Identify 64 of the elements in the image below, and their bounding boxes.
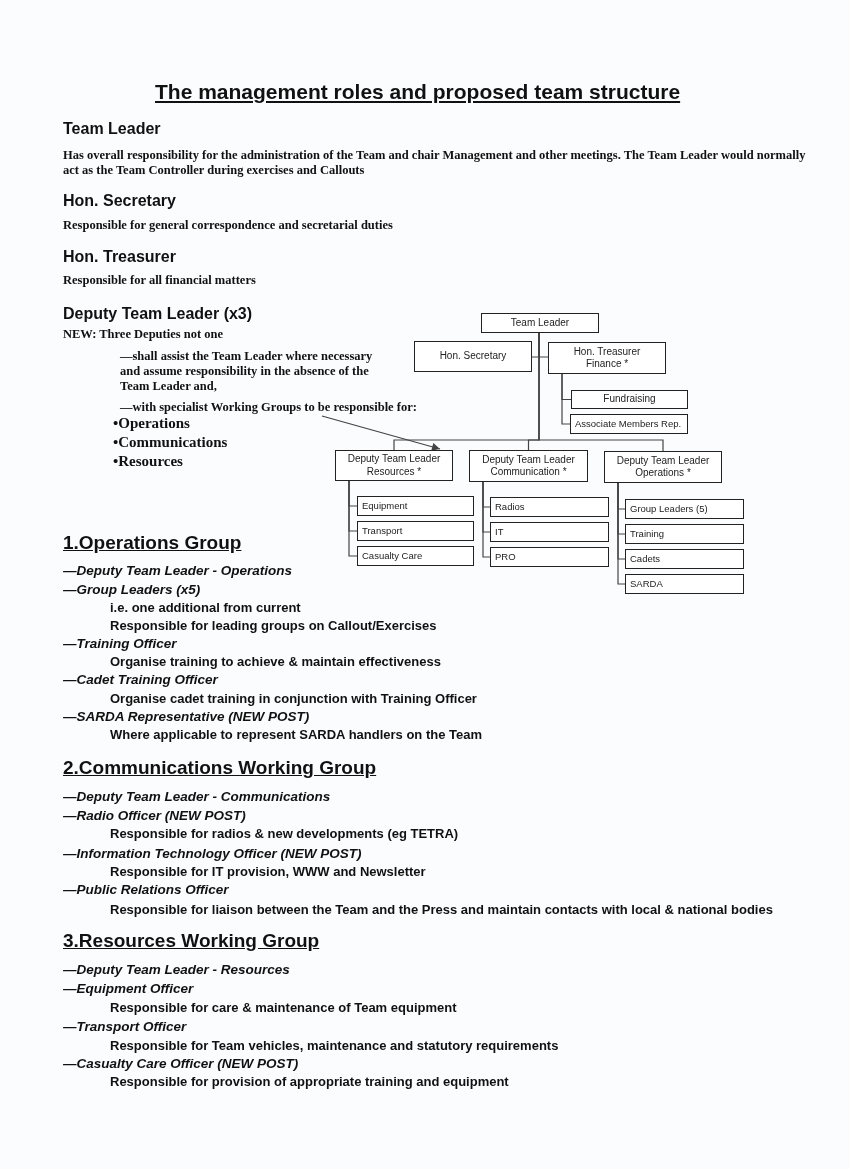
org-chart-box: Group Leaders (5) — [625, 499, 744, 519]
role-heading: Hon. Secretary — [63, 192, 176, 210]
org-chart-box: Associate Members Rep. — [570, 414, 688, 434]
role-description: Responsible for all financial matters — [63, 273, 256, 288]
role-title: —Deputy Team Leader - Operations — [63, 563, 293, 578]
section-heading: 2.Communications Working Group — [63, 757, 377, 779]
role-title: —Group Leaders (x5) — [63, 582, 201, 597]
role-title: —Transport Officer — [63, 1019, 187, 1034]
connector-line — [482, 481, 491, 558]
role-description: Responsible for liaison between the Team and the Press and maintain contacts with local & national bodies — [110, 902, 773, 917]
org-chart-box: Equipment — [357, 496, 474, 516]
org-chart-box: Hon. Secretary — [414, 341, 532, 372]
role-title: —Public Relations Officer — [63, 882, 229, 897]
role-title: —Cadet Training Officer — [63, 672, 218, 687]
connector-line — [617, 482, 626, 585]
note-text: NEW: Three Deputies not one — [63, 327, 223, 342]
org-chart-box: Cadets — [625, 549, 744, 569]
org-chart-box: Radios — [490, 497, 609, 517]
role-description: Responsible for provision of appropriate training and equipment — [110, 1074, 509, 1089]
org-chart-box: Deputy Team Leader Operations * — [604, 451, 722, 483]
section-heading: 3.Resources Working Group — [63, 930, 320, 952]
org-chart-box: Transport — [357, 521, 474, 541]
role-description: i.e. one additional from current — [110, 600, 301, 615]
role-description: Responsible for general correspondence and secretarial duties — [63, 218, 393, 233]
org-chart-box: Fundraising — [571, 390, 688, 409]
role-description: Where applicable to represent SARDA handlers on the Team — [110, 727, 483, 742]
note-text: —with specialist Working Groups to be responsible for: — [120, 400, 417, 415]
org-chart-box: Deputy Team Leader Resources * — [335, 450, 453, 481]
arrow — [321, 415, 441, 451]
role-title: —Deputy Team Leader - Resources — [63, 962, 290, 977]
org-chart-box: Casualty Care — [357, 546, 474, 566]
org-chart-box: Hon. Treasurer Finance * — [548, 342, 666, 374]
role-heading: Team Leader — [63, 120, 161, 138]
role-heading: Hon. Treasurer — [63, 248, 176, 266]
role-title: —Deputy Team Leader - Communications — [63, 789, 331, 804]
role-title: —Training Officer — [63, 636, 177, 651]
bullet-item: •Operations — [113, 415, 190, 432]
role-title: —Radio Officer (NEW POST) — [63, 808, 246, 823]
role-description: Responsible for radios & new developments (eg TETRA) — [110, 826, 459, 841]
role-description: —shall assist the Team Leader where necessary and assume responsibility in the absence of the Team Leader and, — [120, 349, 374, 394]
org-chart-box: IT — [490, 522, 609, 542]
org-chart-box: SARDA — [625, 574, 744, 594]
page-title: The management roles and proposed team structure — [155, 80, 681, 104]
role-description: Organise cadet training in conjunction with Training Officer — [110, 691, 477, 706]
section-heading: 1.Operations Group — [63, 532, 242, 554]
role-description: Responsible for care & maintenance of Team equipment — [110, 1000, 457, 1015]
role-description: Organise training to achieve & maintain effectiveness — [110, 654, 441, 669]
role-heading: Deputy Team Leader (x3) — [63, 305, 253, 323]
org-chart-box: PRO — [490, 547, 609, 567]
org-chart-box: Team Leader — [481, 313, 599, 333]
role-description: Responsible for Team vehicles, maintenance and statutory requirements — [110, 1038, 559, 1053]
connector-line — [561, 373, 571, 425]
role-description: Has overall responsibility for the administration of the Team and chair Management and other meetings. The Team Leader would normally act as the Team Controller during exercises and Callouts — [63, 148, 807, 178]
role-title: —Equipment Officer — [63, 981, 194, 996]
role-description: Responsible for IT provision, WWW and Newsletter — [110, 864, 426, 879]
role-title: —Casualty Care Officer (NEW POST) — [63, 1056, 299, 1071]
role-title: —Information Technology Officer (NEW POST) — [63, 846, 362, 861]
org-chart-box: Training — [625, 524, 744, 544]
role-description: Responsible for leading groups on Callout/Exercises — [110, 618, 437, 633]
bullet-item: •Communications — [113, 434, 228, 451]
connector-line — [348, 480, 358, 557]
bullet-item: •Resources — [113, 453, 183, 470]
role-title: —SARDA Representative (NEW POST) — [63, 709, 310, 724]
org-chart-box: Deputy Team Leader Communication * — [469, 450, 588, 482]
